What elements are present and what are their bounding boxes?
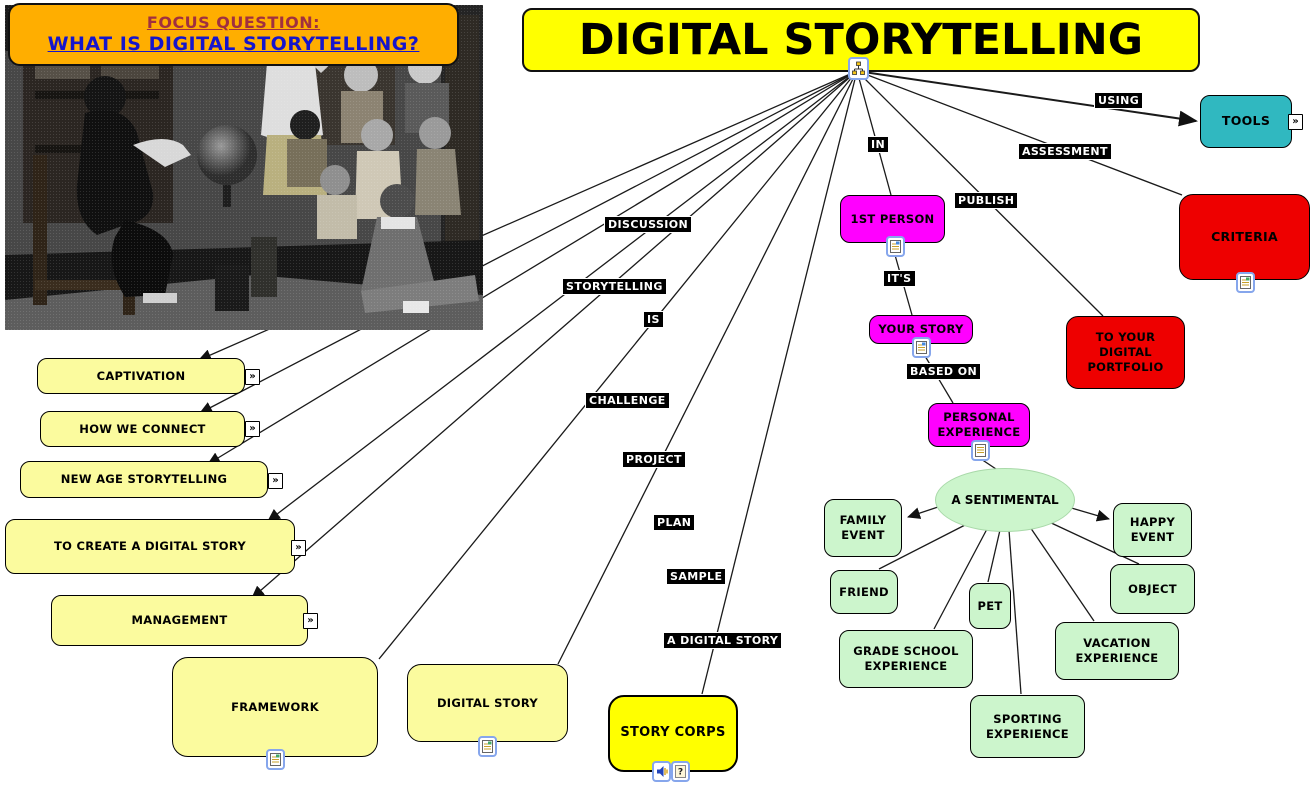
- framework-document-icon[interactable]: [266, 749, 285, 770]
- link-label-a-digital-story[interactable]: A DIGITAL STORY: [663, 632, 783, 650]
- node-pet[interactable]: PET: [969, 583, 1011, 629]
- new-age-storytelling-expand-icon[interactable]: »: [268, 473, 283, 489]
- node-happy-event[interactable]: HAPPY EVENT: [1113, 503, 1192, 557]
- your-story-document-icon[interactable]: [912, 337, 931, 358]
- node-1st-person[interactable]: 1ST PERSON: [840, 195, 945, 243]
- cmap-resource-icon[interactable]: [848, 57, 869, 80]
- node-how-we-connect[interactable]: HOW WE CONNECT: [40, 411, 245, 447]
- captivation-expand-icon[interactable]: »: [245, 369, 260, 385]
- focus-question-box: FOCUS QUESTION: WHAT IS DIGITAL STORYTEL…: [8, 3, 459, 66]
- node-to-your-digital-portfolio[interactable]: TO YOUR DIGITAL PORTFOLIO: [1066, 316, 1185, 389]
- story-corps-question-icon[interactable]: ?: [671, 761, 690, 782]
- node-new-age-storytelling[interactable]: NEW AGE STORYTELLING: [20, 461, 268, 498]
- how-we-connect-expand-icon[interactable]: »: [245, 421, 260, 437]
- link-label-discussion[interactable]: DISCUSSION: [604, 216, 693, 234]
- 1st-person-document-icon[interactable]: [886, 236, 905, 257]
- link-label-plan[interactable]: PLAN: [653, 514, 696, 532]
- link-label-project[interactable]: PROJECT: [622, 451, 686, 469]
- svg-text:?: ?: [678, 768, 683, 778]
- link-label-its[interactable]: IT'S: [883, 270, 916, 288]
- link-label-challenge[interactable]: CHALLENGE: [585, 392, 670, 410]
- story-corps-sound-icon[interactable]: [652, 761, 671, 782]
- tools-expand-icon[interactable]: »: [1288, 114, 1303, 130]
- node-object[interactable]: OBJECT: [1110, 564, 1195, 614]
- node-grade-school-experience[interactable]: GRADE SCHOOL EXPERIENCE: [839, 630, 973, 688]
- to-create-expand-icon[interactable]: »: [291, 540, 306, 556]
- node-story-corps[interactable]: STORY CORPS: [608, 695, 738, 772]
- node-digital-story[interactable]: DIGITAL STORY: [407, 664, 568, 742]
- link-label-based-on[interactable]: BASED ON: [906, 363, 982, 381]
- personal-experience-document-icon[interactable]: [971, 440, 990, 461]
- node-tools[interactable]: TOOLS: [1200, 95, 1292, 148]
- node-family-event[interactable]: FAMILY EVENT: [824, 499, 902, 557]
- node-a-sentimental[interactable]: A SENTIMENTAL: [935, 468, 1075, 532]
- link-label-publish[interactable]: PUBLISH: [954, 192, 1019, 210]
- node-captivation[interactable]: CAPTIVATION: [37, 358, 245, 394]
- focus-question-text[interactable]: WHAT IS DIGITAL STORYTELLING?: [47, 32, 420, 55]
- link-label-is[interactable]: IS: [643, 311, 664, 329]
- criteria-document-icon[interactable]: [1236, 272, 1255, 293]
- link-label-sample[interactable]: SAMPLE: [666, 568, 727, 586]
- node-management[interactable]: MANAGEMENT: [51, 595, 308, 646]
- node-your-story[interactable]: YOUR STORY: [869, 315, 973, 344]
- node-framework[interactable]: FRAMEWORK: [172, 657, 378, 757]
- node-criteria[interactable]: CRITERIA: [1179, 194, 1310, 280]
- focus-question-title: FOCUS QUESTION:: [146, 12, 321, 32]
- node-to-create-a-digital-story[interactable]: TO CREATE A DIGITAL STORY: [5, 519, 295, 574]
- node-personal-experience[interactable]: PERSONAL EXPERIENCE: [928, 403, 1030, 447]
- link-label-in[interactable]: IN: [867, 136, 890, 154]
- link-label-using[interactable]: USING: [1094, 92, 1144, 110]
- link-label-storytelling[interactable]: STORYTELLING: [562, 278, 667, 296]
- management-expand-icon[interactable]: »: [303, 613, 318, 629]
- link-label-assessment[interactable]: ASSESSMENT: [1018, 143, 1112, 161]
- node-vacation-experience[interactable]: VACATION EXPERIENCE: [1055, 622, 1179, 680]
- node-sporting-experience[interactable]: SPORTING EXPERIENCE: [970, 695, 1085, 758]
- digital-story-document-icon[interactable]: [478, 736, 497, 757]
- node-friend[interactable]: FRIEND: [830, 570, 898, 614]
